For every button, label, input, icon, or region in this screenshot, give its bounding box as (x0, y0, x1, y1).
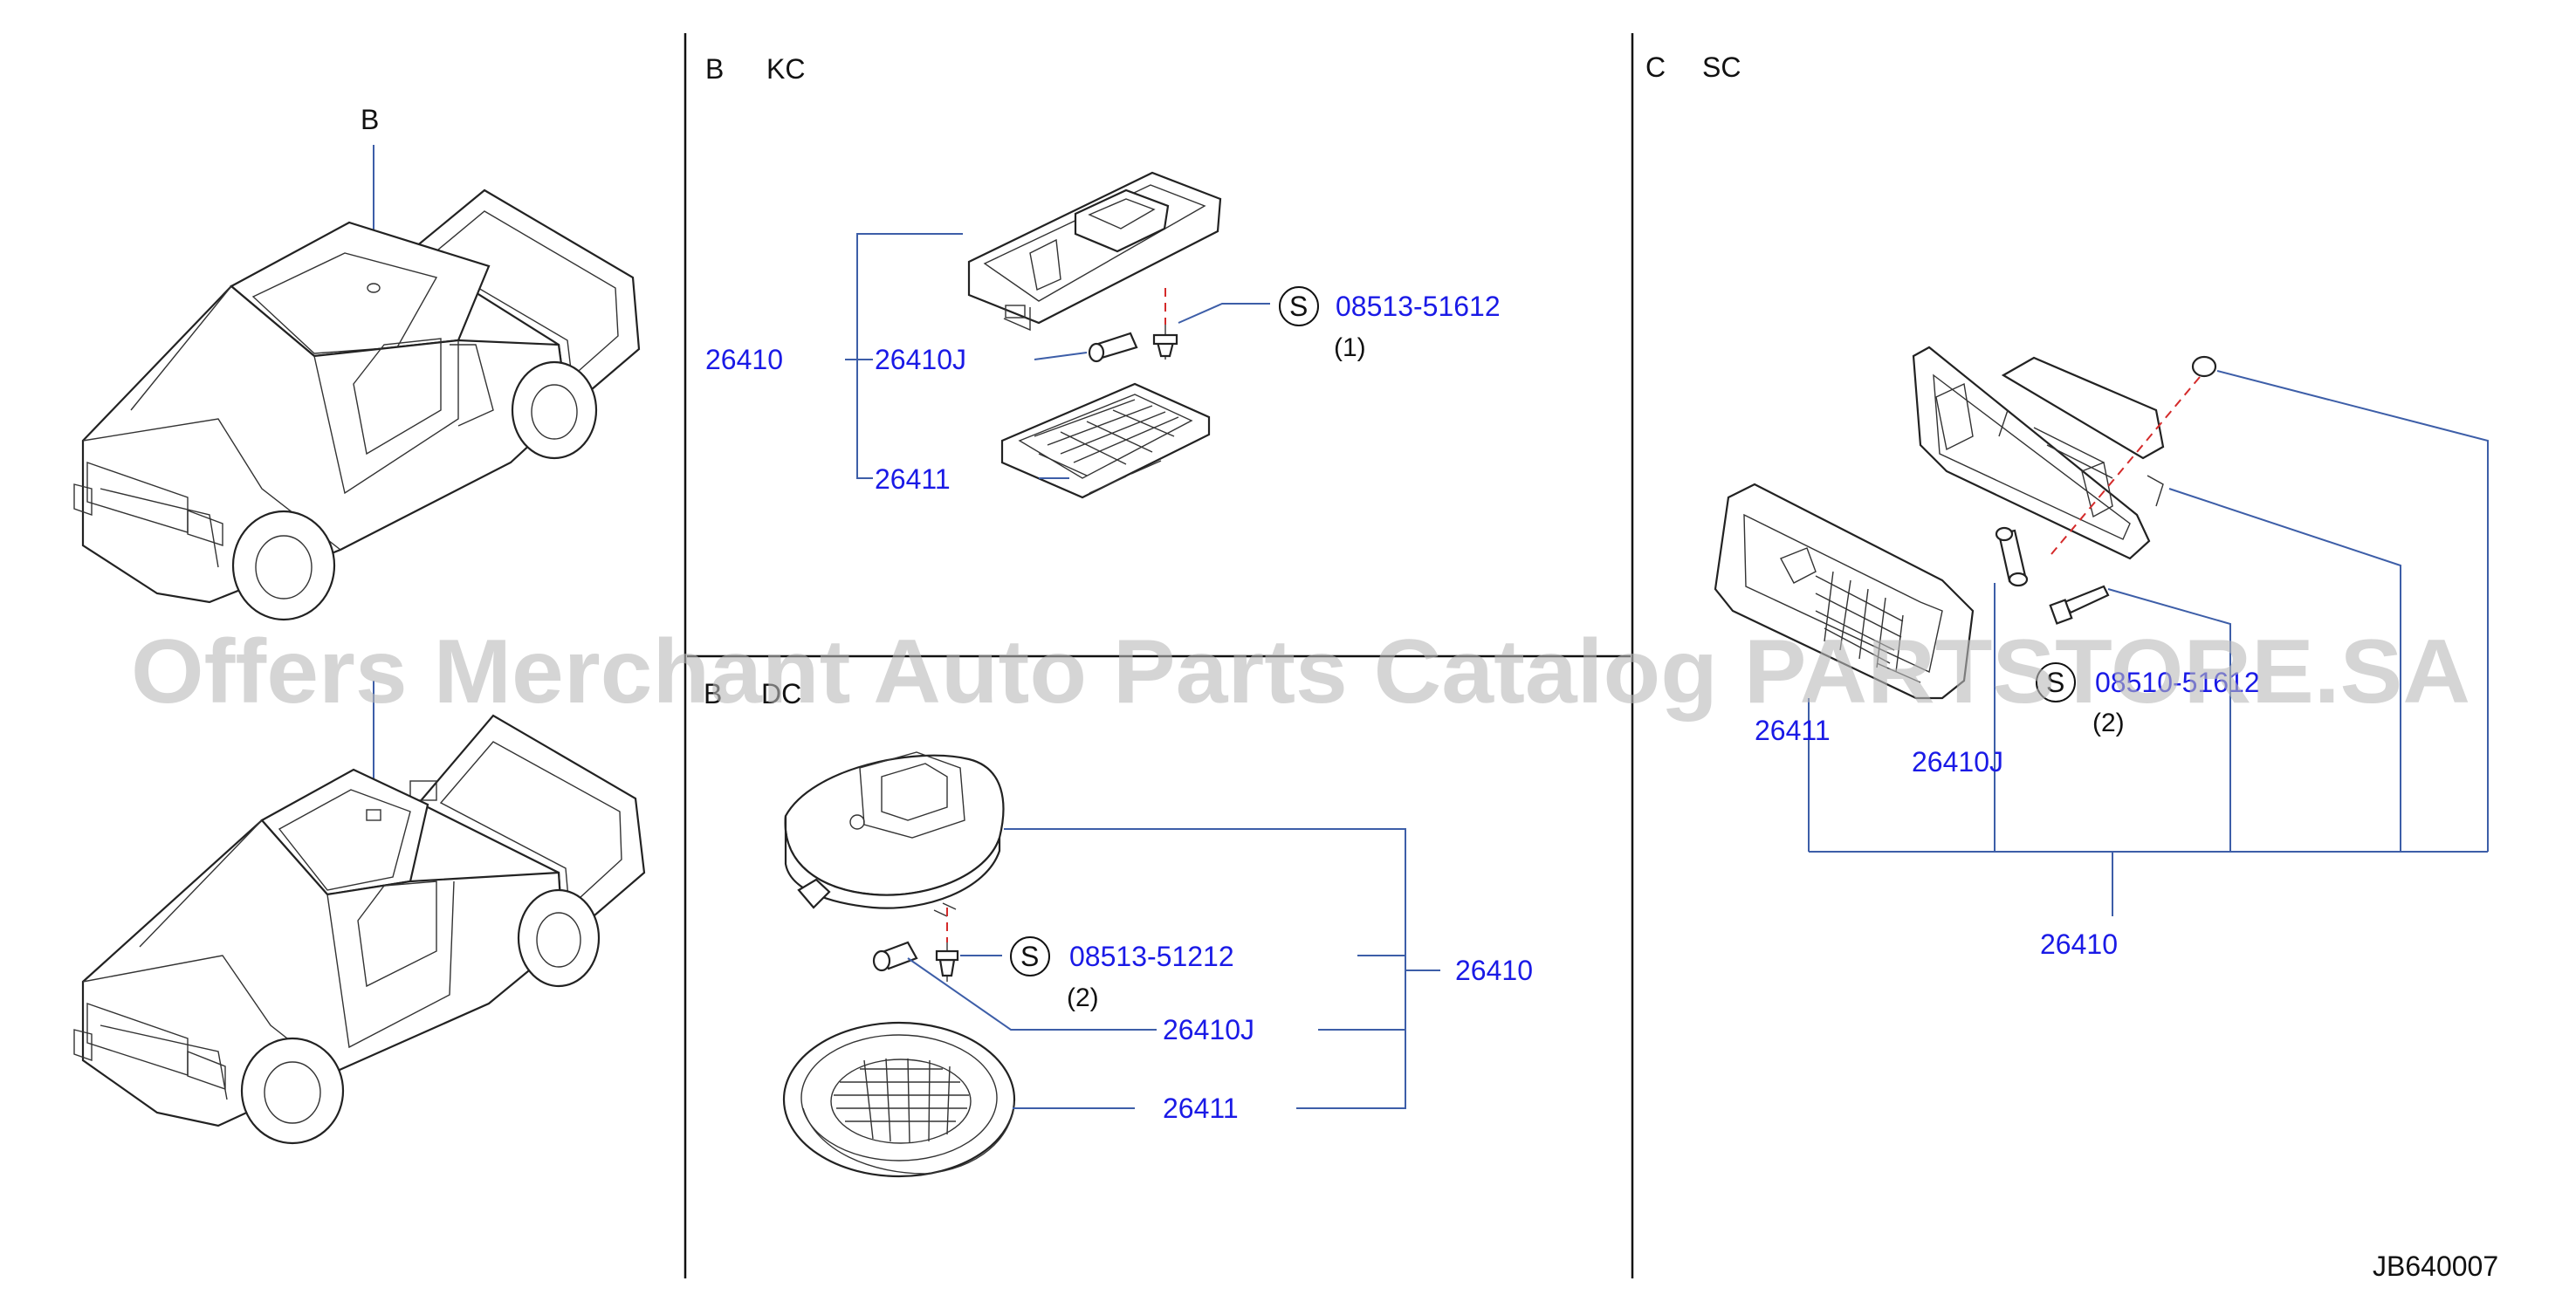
kc-lens-part-number[interactable]: 26411 (875, 463, 951, 495)
sc-lens-part-number[interactable]: 26411 (1755, 715, 1831, 746)
kc-screw-part-number[interactable]: 08513-51612 (1336, 291, 1501, 322)
sc-bulb-part-number[interactable]: 26410J (1912, 746, 2003, 778)
dc-leader-lines (907, 828, 1440, 1109)
sc-screw-standard-symbol: S (2036, 662, 2076, 702)
watermark-text: Offers Merchant Auto Parts Catalog PARTS… (131, 621, 2470, 723)
sc-lamp-housing-drawing (1912, 346, 2165, 560)
kc-bulb-drawing (1088, 332, 1138, 363)
sc-lens-drawing (1714, 483, 1975, 700)
sc-leader-lines (1808, 370, 2489, 916)
kc-screw-quantity: (1) (1334, 333, 1366, 362)
dc-screw-quantity: (2) (1067, 983, 1099, 1012)
kc-screw-drawing (1152, 288, 1178, 360)
kc-bulb-part-number[interactable]: 26410J (875, 344, 966, 375)
panel-c-letter: C (1645, 51, 1666, 83)
diagram-code: JB640007 (2373, 1250, 2498, 1282)
panel-b-kc: B KC (705, 53, 1501, 499)
sc-grommet-drawing (2191, 355, 2217, 378)
single-cab-truck-illustration (73, 681, 646, 1145)
svg-text:S: S (2046, 667, 2064, 698)
dc-screw-standard-symbol: S (1010, 936, 1050, 976)
panel-dividers (683, 33, 1634, 1278)
panel-c-sc: C SC (1645, 51, 2489, 960)
sc-assembly-part-number[interactable]: 26410 (2040, 928, 2118, 960)
dc-lens-part-number[interactable]: 26411 (1163, 1093, 1239, 1124)
panel-b-dc-letter: B (704, 678, 722, 709)
dc-assembly-part-number[interactable]: 26410 (1455, 955, 1533, 986)
panel-b-kc-letter: B (705, 53, 724, 85)
panel-b-dc-code: DC (761, 678, 801, 709)
kc-leader-lines (845, 233, 1270, 479)
svg-text:S: S (1020, 941, 1039, 972)
panel-c-code: SC (1702, 51, 1741, 83)
kc-assembly-part-number[interactable]: 26410 (705, 344, 783, 375)
dc-bulb-part-number[interactable]: 26410J (1163, 1014, 1254, 1045)
truck-top-callout: B (361, 104, 379, 135)
panel-b-dc: B DC (704, 678, 1533, 1178)
panel-b-kc-code: KC (766, 53, 805, 85)
sc-screw-part-number[interactable]: 08510-51612 (2095, 667, 2260, 698)
kc-screw-standard-symbol: S (1279, 286, 1319, 326)
sc-bulb-drawing (1995, 526, 2029, 587)
svg-text:S: S (1289, 291, 1308, 322)
kc-lamp-housing-drawing (967, 171, 1222, 332)
dc-screw-drawing (935, 908, 959, 982)
dc-lens-drawing (782, 1021, 1016, 1178)
sc-screw-quantity: (2) (2092, 709, 2125, 737)
dc-lamp-housing-drawing (784, 751, 1005, 917)
dc-bulb-drawing (872, 941, 918, 972)
kc-lens-drawing (1000, 382, 1211, 499)
crew-cab-truck-illustration: B (73, 104, 641, 621)
sc-screw-drawing (2049, 585, 2110, 625)
dc-screw-part-number[interactable]: 08513-51212 (1069, 941, 1234, 972)
